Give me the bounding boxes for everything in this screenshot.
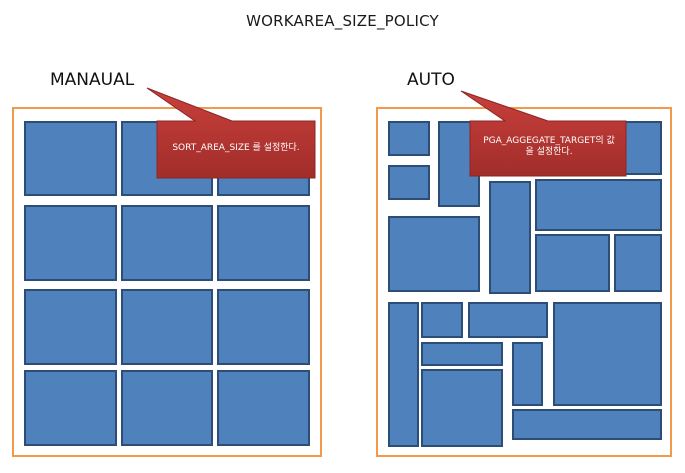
- work-area-block: [535, 179, 662, 231]
- work-area-block: [553, 302, 662, 406]
- manual-callout-text: SORT_AREA_SIZE 를 설정한다.: [172, 143, 300, 153]
- work-area-block: [388, 165, 430, 200]
- manual-panel-label: MANAUAL: [50, 70, 135, 90]
- work-area-block: [24, 370, 117, 446]
- work-area-block: [121, 121, 213, 196]
- work-area-block: [24, 205, 117, 281]
- auto-panel-label: AUTO: [407, 70, 455, 90]
- work-area-block: [438, 121, 480, 207]
- work-area-block: [388, 121, 430, 156]
- work-area-block: [24, 289, 117, 365]
- auto-callout-line-1: PGA_AGGEGATE_TARGET의 값: [483, 136, 615, 146]
- manual-panel-frame: [12, 107, 322, 457]
- work-area-block: [217, 121, 310, 196]
- diagram-title: WORKAREA_SIZE_POLICY: [246, 12, 439, 30]
- auto-panel-frame: [376, 107, 672, 457]
- work-area-block: [421, 342, 503, 366]
- work-area-block: [614, 234, 662, 292]
- work-area-block: [217, 205, 310, 281]
- work-area-block: [421, 369, 503, 447]
- work-area-block: [121, 289, 213, 365]
- work-area-block: [468, 302, 548, 338]
- work-area-block: [512, 409, 662, 440]
- auto-callout-text: PGA_AGGEGATE_TARGET의 값 을 설정한다.: [474, 136, 624, 158]
- work-area-block: [489, 181, 531, 294]
- work-area-block: [421, 302, 463, 338]
- work-area-block: [24, 121, 117, 196]
- work-area-block: [217, 370, 310, 446]
- work-area-block: [121, 205, 213, 281]
- work-area-block: [512, 342, 543, 406]
- work-area-block: [388, 302, 419, 447]
- work-area-block: [388, 216, 480, 292]
- work-area-block: [535, 234, 610, 292]
- auto-callout-line-2: 을 설정한다.: [525, 147, 573, 157]
- work-area-block: [217, 289, 310, 365]
- work-area-block: [121, 370, 213, 446]
